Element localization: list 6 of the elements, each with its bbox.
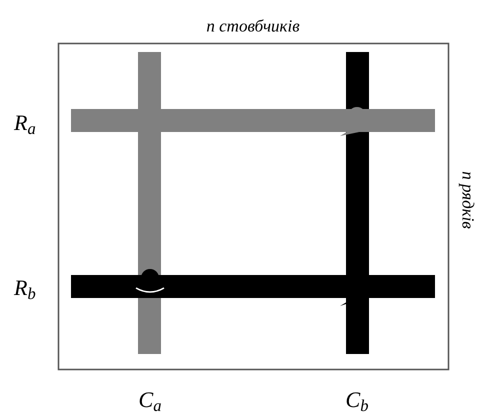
row-label: R$_{a}$ xyxy=(14,112,36,134)
axis-caption: n рядків xyxy=(460,171,476,229)
column-label: C$_{b}$ xyxy=(346,389,368,411)
axis-caption: n стовбчиків xyxy=(206,18,300,34)
column-label: C$_{a}$ xyxy=(138,389,162,411)
row-label: R$_{b}$ xyxy=(14,277,36,299)
